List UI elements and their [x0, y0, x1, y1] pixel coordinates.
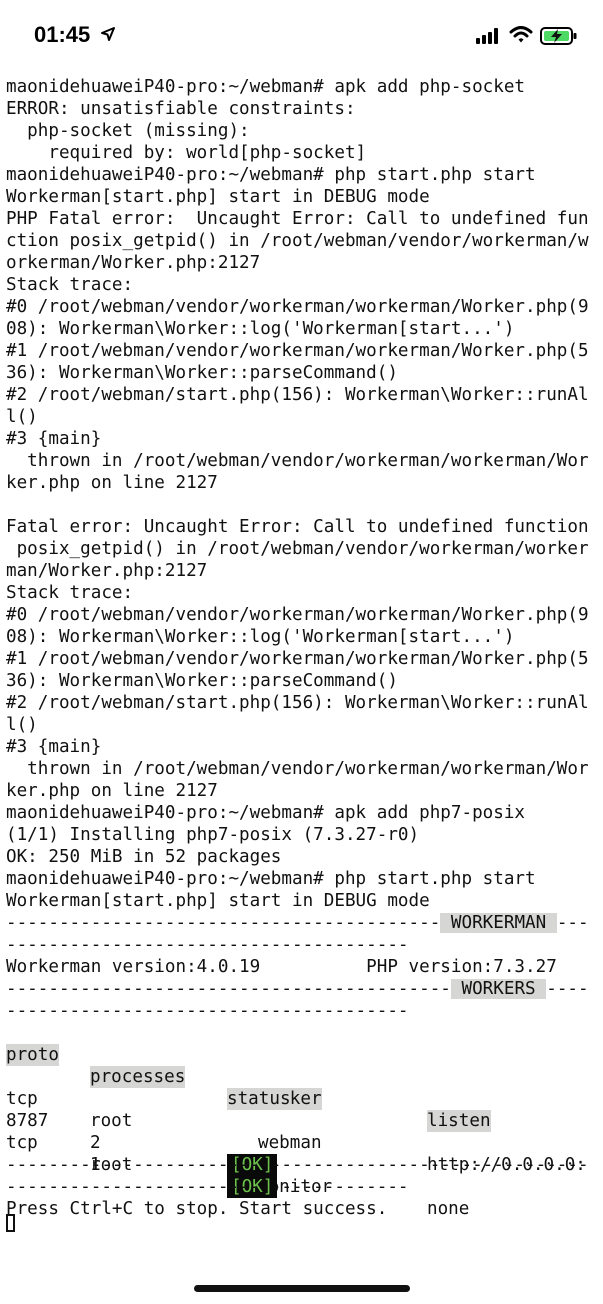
banner-dashes: ----------------------------------------… — [6, 979, 451, 999]
header-processes: processes — [90, 1066, 186, 1088]
terminal-line: ker.php on line 2127 — [6, 473, 218, 493]
terminal-line: ction posix_getpid() in /root/webman/ven… — [6, 231, 589, 251]
cell-listen-cont: 8787 — [6, 1111, 49, 1131]
banner-dashes: ----------------------------------------… — [6, 913, 441, 933]
banner-dashes-continuation: -------------------------------------- — [6, 935, 409, 955]
battery-charging-icon — [540, 26, 578, 50]
banner-dashes-continuation: -------------------------------------- — [6, 1001, 409, 1021]
terminal-line: man/Worker.php:2127 — [6, 561, 208, 581]
terminal-line: maonidehuaweiP40-pro:~/webman# apk add p… — [6, 77, 526, 97]
workerman-banner: ----------------------------------------… — [6, 912, 598, 934]
cellular-signal-icon — [476, 28, 500, 48]
terminal-line: l() — [6, 407, 38, 427]
terminal-line: (1/1) Installing php7-posix (7.3.27-r0) — [6, 825, 420, 845]
terminal-line: ERROR: unsatisfiable constraints: — [6, 99, 356, 119]
terminal-line: Stack trace: — [6, 583, 134, 603]
footer-dashes: ----------------------------------------… — [6, 1155, 589, 1175]
terminal-line: l() — [6, 715, 38, 735]
header-listen: listen — [427, 1110, 491, 1132]
status-time: 01:45 — [34, 22, 91, 47]
workers-table-header: proto user worker listen — [6, 1022, 598, 1132]
terminal-line: php-socket (missing): — [6, 121, 250, 141]
terminal-line: PHP Fatal error: Uncaught Error: Call to… — [6, 209, 589, 229]
terminal-line: maonidehuaweiP40-pro:~/webman# apk add p… — [6, 803, 526, 823]
cell-listen: http://0.0.0.0: — [427, 1155, 586, 1175]
terminal-line: Workerman[start.php] start in DEBUG mode — [6, 891, 430, 911]
workers-banner: ----------------------------------------… — [6, 978, 598, 1000]
cell-user: root — [90, 1111, 133, 1131]
terminal-line: #3 {main} — [6, 737, 102, 757]
workers-banner-label: WORKERS — [450, 979, 547, 999]
home-indicator[interactable] — [194, 1285, 410, 1292]
table-row: tcp root monitor none — [6, 1110, 598, 1219]
terminal-line: #3 {main} — [6, 429, 102, 449]
wifi-icon — [509, 26, 533, 48]
terminal-line: Workerman[start.php] start in DEBUG mode — [6, 187, 430, 207]
terminal-line: posix_getpid() in /root/webman/vendor/wo… — [6, 539, 589, 559]
status-ok-badge: [OK] — [227, 1176, 278, 1198]
terminal-line: #1 /root/webman/vendor/workerman/workerm… — [6, 341, 589, 361]
terminal-line: OK: 250 MiB in 52 packages — [6, 847, 282, 867]
terminal-line: #1 /root/webman/vendor/workerman/workerm… — [6, 649, 589, 669]
cell-listen: none — [427, 1199, 470, 1219]
terminal-line: 36): Workerman\Worker::parseCommand() — [6, 671, 398, 691]
cell-processes: 1 — [90, 1155, 101, 1175]
terminal-cursor[interactable] — [6, 1214, 15, 1232]
cell-processes: 2 — [90, 1133, 101, 1153]
header-status: status — [227, 1088, 291, 1110]
terminal-line: thrown in /root/webman/vendor/workerman/… — [6, 759, 589, 779]
terminal-line: #0 /root/webman/vendor/workerman/workerm… — [6, 297, 589, 317]
status-ok-badge: [OK] — [227, 1154, 278, 1176]
cell-worker: webman — [258, 1133, 322, 1153]
terminal-line: #0 /root/webman/vendor/workerman/workerm… — [6, 605, 589, 625]
terminal-line: ker.php on line 2127 — [6, 781, 218, 801]
status-bar: 01:45 — [0, 0, 603, 74]
terminal-line: #2 /root/webman/start.php(156): Workerma… — [6, 693, 589, 713]
footer-dashes-continuation: -------------------------------------- — [6, 1177, 409, 1197]
cell-user: root — [90, 1155, 133, 1175]
terminal-line: 08): Workerman\Worker::log('Workerman[st… — [6, 319, 515, 339]
terminal-line: #2 /root/webman/start.php(156): Workerma… — [6, 385, 589, 405]
terminal-line: maonidehuaweiP40-pro:~/webman# php start… — [6, 165, 536, 185]
cell-proto: tcp — [6, 1133, 38, 1153]
terminal-line: orkerman/Worker.php:2127 — [6, 253, 261, 273]
header-proto: proto — [6, 1044, 59, 1066]
terminal-line: required by: world[php-socket] — [6, 143, 367, 163]
terminal-line: 08): Workerman\Worker::log('Workerman[st… — [6, 627, 515, 647]
location-arrow-icon — [100, 26, 116, 46]
start-success-line: Press Ctrl+C to stop. Start success. — [6, 1199, 388, 1219]
table-row-cont: 8787 2 [OK] — [6, 1088, 598, 1176]
terminal-output[interactable]: maonidehuaweiP40-pro:~/webman# apk add p… — [6, 76, 598, 1236]
workerman-banner-label: WORKERMAN — [440, 913, 557, 933]
terminal-line — [6, 494, 598, 516]
terminal-line: Fatal error: Uncaught Error: Call to und… — [6, 517, 589, 537]
terminal-line: Stack trace: — [6, 275, 134, 295]
table-row: tcp root webman http://0.0.0.0: — [6, 1066, 598, 1175]
banner-dashes: ---- — [546, 979, 589, 999]
terminal-line: 36): Workerman\Worker::parseCommand() — [6, 363, 398, 383]
banner-dashes: --- — [556, 913, 589, 933]
terminal-line: thrown in /root/webman/vendor/workerman/… — [6, 451, 589, 471]
workers-table-header-cont: processes status — [6, 1044, 598, 1110]
terminal-line: maonidehuaweiP40-pro:~/webman# php start… — [6, 869, 536, 889]
table-row-cont: 1 [OK] — [6, 1132, 598, 1198]
cell-proto: tcp — [6, 1089, 38, 1109]
version-line: Workerman version:4.0.19 PHP version:7.3… — [6, 957, 557, 977]
